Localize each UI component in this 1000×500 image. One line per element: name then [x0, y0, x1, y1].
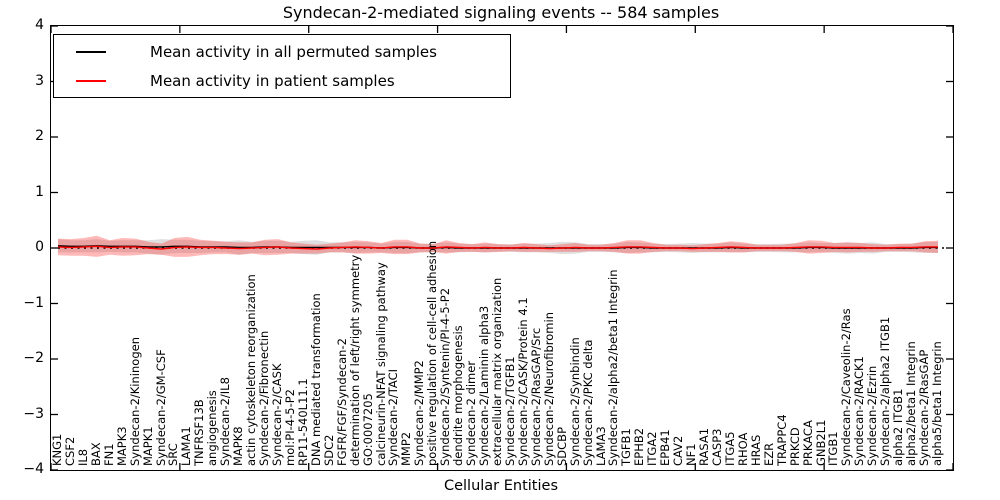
legend-label: Mean activity in all permuted samples	[150, 42, 437, 61]
x-tick-label: Syndecan-2/Synbindin	[567, 337, 582, 466]
legend: Mean activity in all permuted samples Me…	[53, 34, 511, 98]
y-tick-label: 0	[35, 239, 44, 255]
x-tick-label: SDCBP	[554, 426, 569, 466]
x-tick-label: GO:0007205	[360, 393, 375, 466]
x-tick-label: MAPK3	[114, 426, 129, 466]
x-tick-label: SDC2	[321, 434, 336, 466]
chart-title: Syndecan-2-mediated signaling events -- …	[282, 3, 720, 22]
legend-label: Mean activity in patient samples	[150, 71, 395, 90]
y-tick-label: −3	[23, 405, 44, 422]
x-tick-label: Syndecan-2/PKC delta	[580, 339, 595, 466]
x-tick-label: BAX	[88, 442, 103, 466]
y-tick-label: 2	[35, 128, 44, 144]
x-tick-label: PRKACA	[800, 420, 815, 466]
permuted-std-band	[58, 239, 938, 255]
permuted-line-swatch	[76, 50, 106, 53]
x-tick-label: PRKCD	[787, 427, 802, 466]
x-tick-label: MAPK1	[140, 426, 155, 466]
x-tick-label: EZR	[761, 442, 776, 466]
x-tick-label: Syndecan-2/CASK/Protein 4.1	[515, 297, 530, 466]
x-tick-label: DNA mediated transformation	[308, 293, 323, 466]
plot-area	[50, 25, 954, 471]
x-tick-label: FGFR/FGF/Syndecan-2	[334, 338, 349, 466]
y-tick-label: −4	[23, 461, 44, 477]
chart-svg	[51, 26, 953, 470]
y-tick-label: −2	[23, 350, 44, 366]
x-tick-label: RP11-540L11.1	[295, 378, 310, 466]
x-tick-label: HRAS	[748, 434, 763, 466]
legend-entry-permuted: Mean activity in all permuted samples	[54, 41, 510, 63]
y-tick-label: 3	[35, 72, 44, 89]
x-tick-label: CSF2	[62, 436, 77, 466]
y-tick-label: 1	[35, 183, 44, 200]
x-tick-label: IL8	[75, 448, 90, 466]
patient-std-band	[58, 235, 938, 257]
x-tick-label: TRAPPC4	[774, 414, 789, 466]
patient-mean-line	[57, 245, 938, 250]
x-tick-label: Syndecan-2/Kininogen	[127, 337, 142, 466]
x-tick-label: ITGA5	[722, 431, 737, 466]
y-tick-label: −1	[23, 294, 44, 311]
x-axis-label: Cellular Entities	[443, 478, 559, 494]
x-tick-label: alpha5/beta1 Integrin	[929, 341, 944, 466]
patient-line-swatch	[76, 79, 106, 82]
x-tick-label: Syndecan-2/Neurofibromin	[541, 312, 556, 466]
x-tick-label: RHOA	[735, 432, 750, 466]
x-tick-label: FN1	[101, 443, 116, 466]
x-tick-label: determination of left/right symmetry	[347, 254, 362, 466]
legend-entry-patient: Mean activity in patient samples	[54, 70, 510, 92]
x-tick-label: Syndecan-2/TGFB1	[502, 356, 517, 466]
x-tick-label: Syndecan-2/RasGAP/Src	[528, 327, 543, 466]
x-tick-label: mol:PI-4-5-P2	[282, 389, 297, 466]
y-tick-label: 4	[35, 17, 44, 33]
